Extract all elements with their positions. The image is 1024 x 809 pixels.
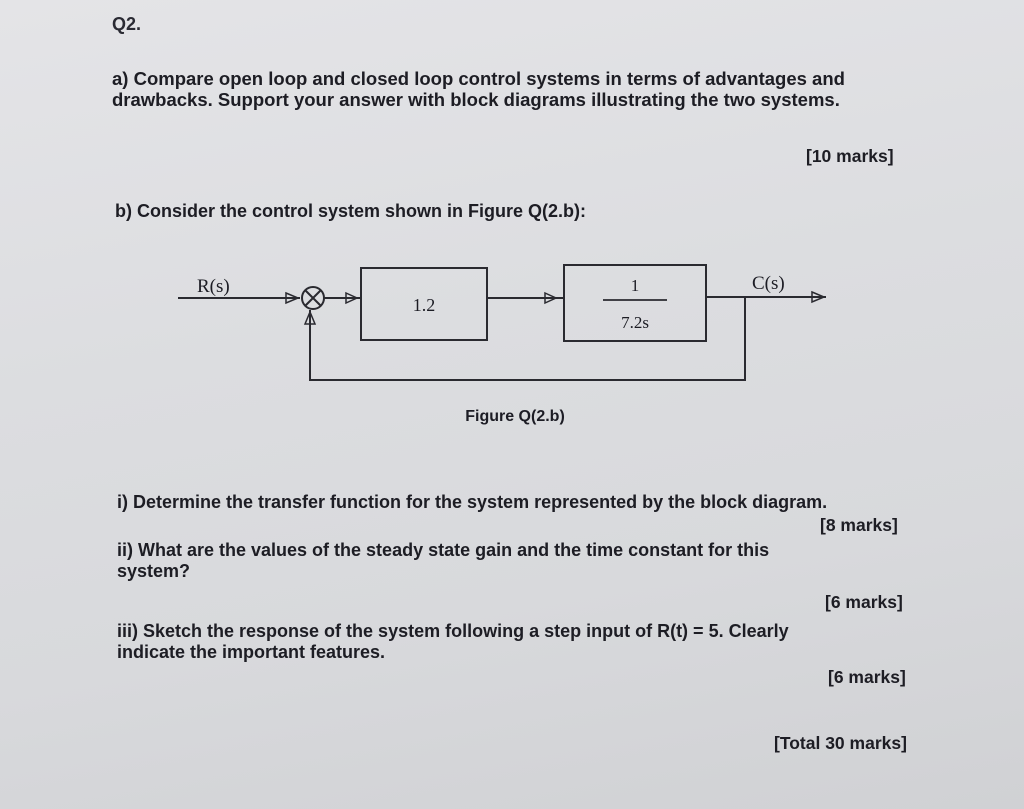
gain-block: [360, 267, 488, 341]
part-a-question: a) Compare open loop and closed loop con…: [112, 68, 845, 111]
sub-question-ii-marks: [6 marks]: [825, 592, 903, 612]
feedback-arrow-icon: [303, 310, 317, 325]
sub-question-i-text: i) Determine the transfer function for t…: [117, 492, 828, 512]
question-number: Q2.: [112, 14, 142, 34]
sub-question-iii-line-2: indicate the important features.: [117, 641, 386, 662]
part-b-intro: b) Consider the control system shown in …: [115, 201, 587, 221]
sub-question-iii-marks: [6 marks]: [828, 667, 906, 687]
sub-question-i-marks: [8 marks]: [820, 515, 898, 535]
input-label: R(s): [197, 276, 230, 297]
part-a-marks: [10 marks]: [806, 146, 894, 166]
gain-block-value: 1.2: [413, 295, 436, 315]
sub-question-ii: ii) What are the values of the steady st…: [117, 540, 769, 581]
output-arrow-icon: [811, 290, 826, 304]
sub-question-ii-line-1: ii) What are the values of the steady st…: [117, 540, 770, 560]
error-arrow-icon: [345, 291, 359, 305]
sub-question-i: i) Determine the transfer function for t…: [117, 492, 827, 513]
summing-junction: [301, 286, 325, 310]
plant-block: [563, 264, 707, 342]
part-a-line-2: drawbacks. Support your answer with bloc…: [112, 89, 840, 111]
total-marks: [Total 30 marks]: [774, 733, 907, 753]
feedback-path: [309, 297, 746, 381]
input-arrow-icon: [285, 291, 300, 305]
sub-question-ii-line-2: system?: [117, 560, 191, 581]
forward-arrow-icon: [544, 291, 558, 305]
part-a-line-1: a) Compare open loop and closed loop con…: [112, 68, 845, 89]
plant-block-numerator: 1: [631, 276, 640, 295]
figure-caption: Figure Q(2.b): [465, 408, 565, 425]
sub-question-iii: iii) Sketch the response of the system f…: [117, 621, 789, 662]
sub-question-iii-line-1: iii) Sketch the response of the system f…: [117, 621, 789, 641]
plant-block-denominator: 7.2s: [621, 313, 649, 332]
output-label: C(s): [752, 273, 785, 294]
